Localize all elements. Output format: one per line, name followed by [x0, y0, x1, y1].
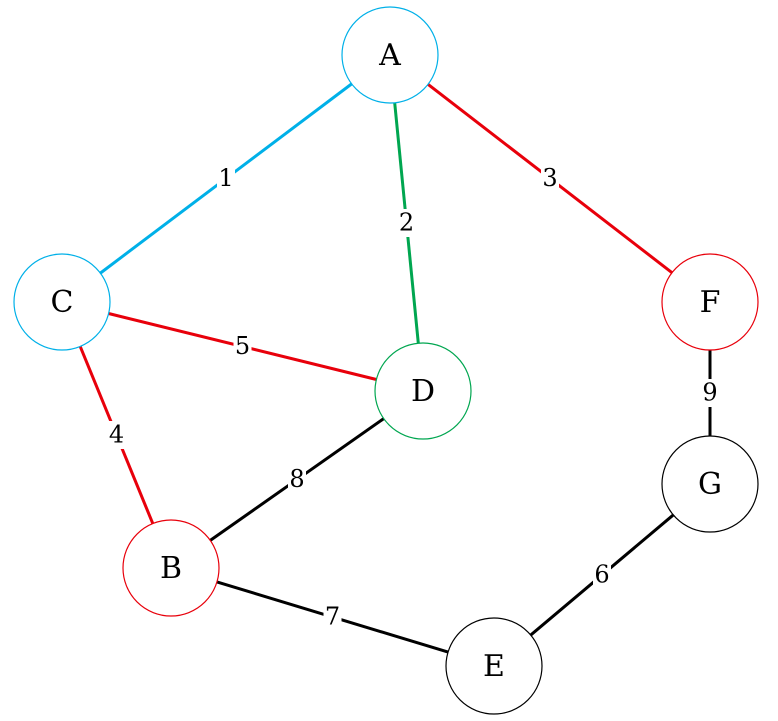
- edge-label-background: [217, 164, 235, 193]
- edge-weight-label: 8: [289, 465, 304, 493]
- edge-label-background: [541, 164, 559, 193]
- node-E: E: [445, 617, 543, 715]
- node-label: F: [700, 285, 721, 320]
- node-G: G: [661, 435, 759, 533]
- node-D: D: [374, 342, 472, 440]
- node-label: G: [698, 467, 722, 502]
- node-circle: [661, 435, 759, 533]
- node-circle: [13, 253, 111, 351]
- edge-D-B: 8: [209, 417, 385, 542]
- node-circle: [661, 253, 759, 351]
- edge-label-background: [701, 379, 719, 407]
- edge-weight-label: 5: [235, 332, 250, 360]
- edge-weight-label: 1: [218, 164, 233, 192]
- edges-layer: 1 2 3 4 5 6 7 8 9: [78, 82, 719, 654]
- edge-weight-label: 3: [542, 164, 557, 192]
- edge-label-background: [288, 465, 306, 494]
- nodes-layer: A C D F B G E: [13, 6, 759, 715]
- edge-label-background: [593, 561, 611, 589]
- edge-A-C: 1: [99, 82, 353, 275]
- edge-G-E: 6: [529, 513, 675, 637]
- edge-weight-label: 6: [594, 561, 609, 589]
- edge-weight-label: 9: [702, 379, 717, 407]
- node-F: F: [661, 253, 759, 351]
- node-A: A: [341, 6, 439, 104]
- node-label: E: [483, 649, 505, 684]
- node-circle: [374, 342, 472, 440]
- edge-weight-label: 2: [399, 209, 414, 237]
- edge-A-F: 3: [427, 83, 673, 274]
- edge-label-background: [233, 332, 252, 361]
- node-C: C: [13, 253, 111, 351]
- node-label: B: [160, 551, 182, 586]
- node-circle: [341, 6, 439, 104]
- node-circle: [445, 617, 543, 715]
- edge-C-D: 5: [108, 312, 377, 381]
- edge-F-G: 9: [701, 350, 719, 436]
- edge-weight-label: 4: [109, 421, 124, 449]
- node-label: A: [378, 38, 401, 73]
- edge-B-E: 7: [216, 580, 449, 654]
- edge-weight-label: 7: [325, 603, 340, 631]
- edge-label-background: [397, 209, 416, 237]
- node-circle: [122, 519, 220, 617]
- node-label: D: [411, 374, 435, 409]
- node-label: C: [51, 285, 74, 320]
- edge-A-D: 2: [393, 102, 420, 344]
- edge-label-background: [323, 603, 342, 631]
- node-B: B: [122, 519, 220, 617]
- edge-label-background: [107, 421, 126, 449]
- edge-C-B: 4: [78, 345, 155, 525]
